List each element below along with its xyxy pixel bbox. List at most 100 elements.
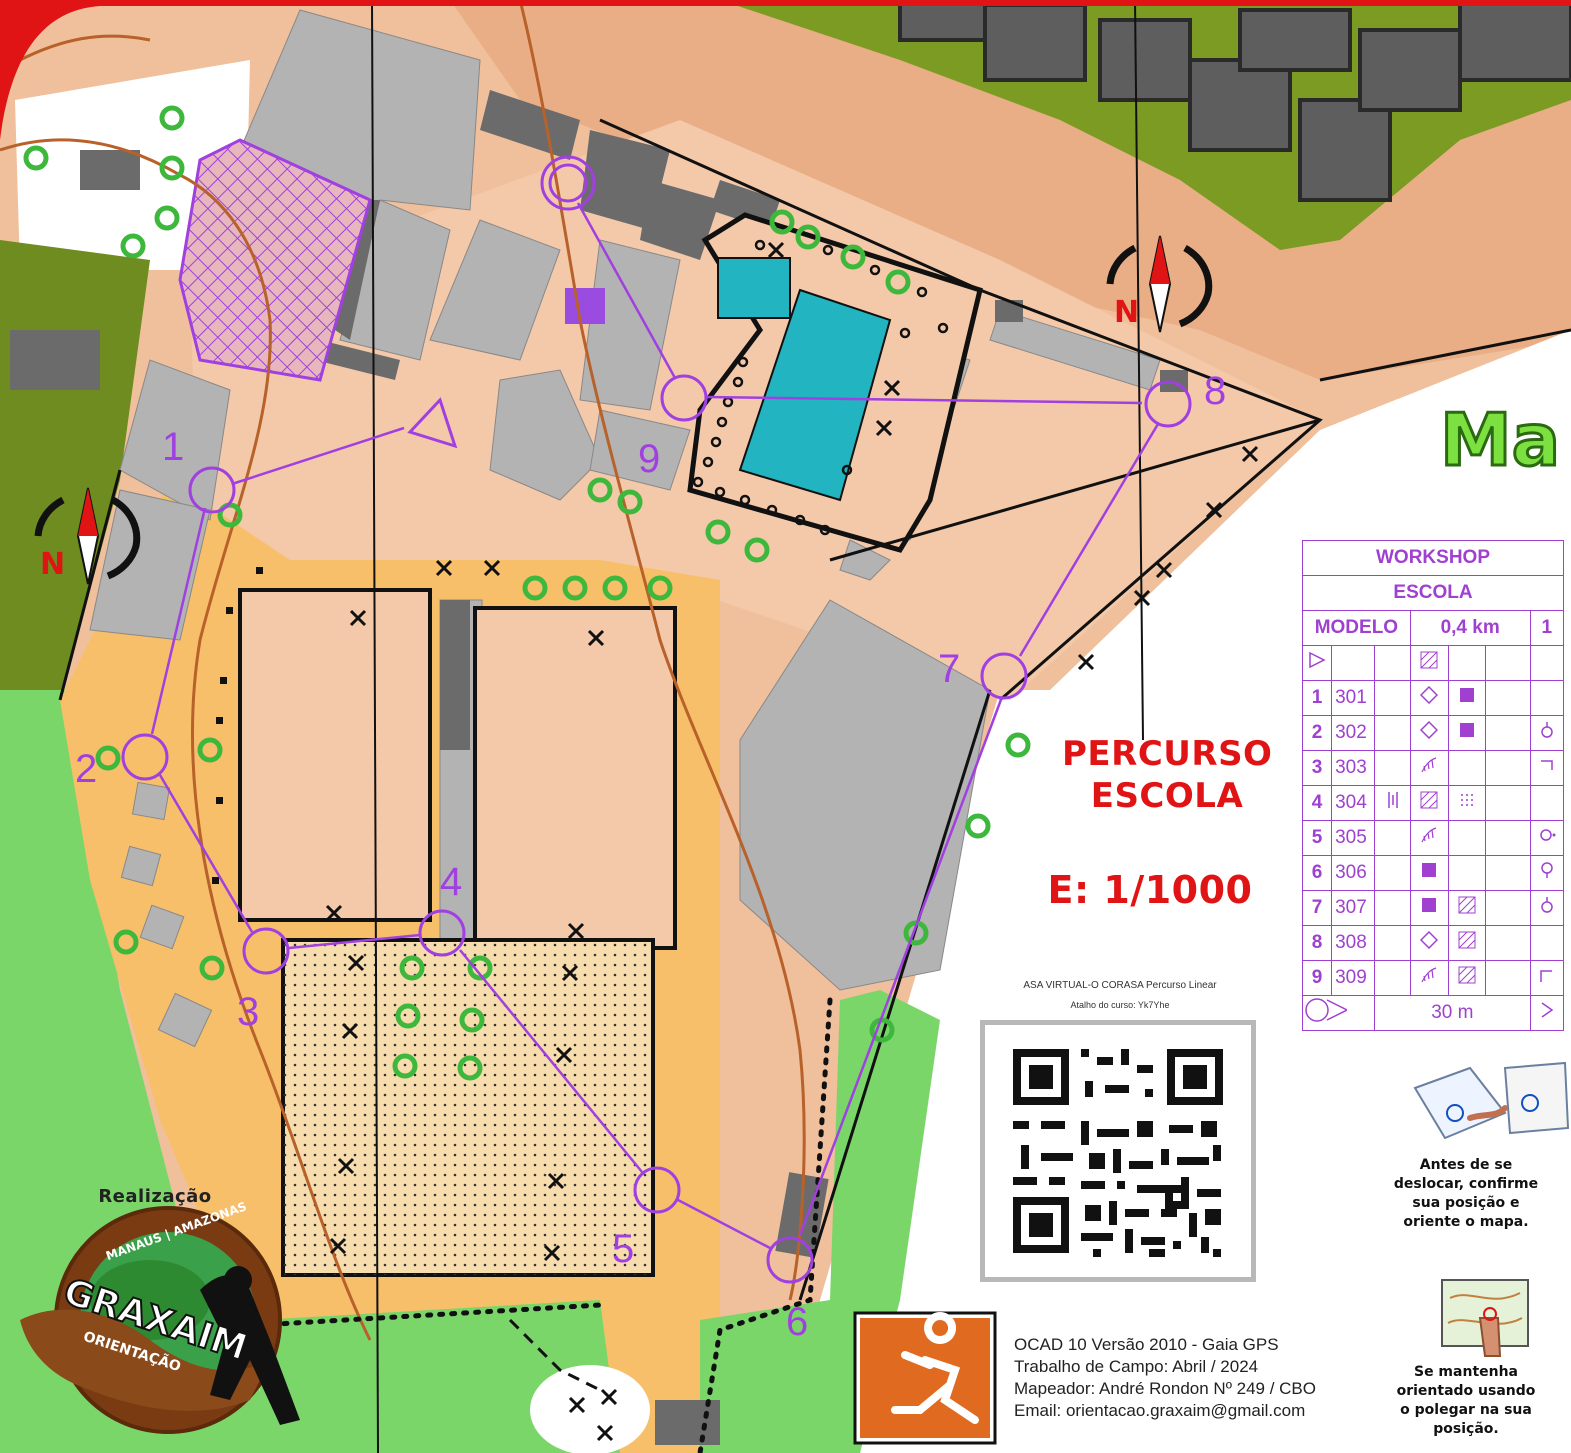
cd-row: 9 309: [1301, 960, 1564, 996]
credits-email[interactable]: Email: orientacao.graxaim@gmail.com: [1014, 1401, 1306, 1420]
trees: [23, 105, 1031, 1081]
qr-code-pattern: [1013, 1049, 1223, 1257]
cd-row: 2 302: [1301, 715, 1564, 751]
magnetic-north-lines: [371, 0, 1144, 1453]
corner-icon: [1529, 750, 1564, 786]
cd-event: WORKSHOP: [1302, 540, 1564, 576]
cd-row: 8 308: [1301, 925, 1564, 961]
stipple-icon: [1447, 785, 1487, 821]
square-icon: [1447, 680, 1487, 716]
hatch-icon: [1447, 960, 1487, 996]
square-icon: [1409, 855, 1449, 891]
cd-row: 4 304: [1301, 785, 1564, 821]
finish-distance: 30 m: [1374, 995, 1531, 1031]
orient-tip: Antes de se deslocar, confirme sua posiç…: [1366, 1156, 1566, 1232]
control-number-5: 5: [612, 1227, 634, 1271]
forbidden-small: [565, 288, 605, 324]
stairs-icon: [1409, 820, 1449, 856]
bottom-side-icon: [1529, 855, 1564, 891]
between-icon: [1374, 785, 1411, 821]
cd-length: 0,4 km: [1409, 610, 1531, 646]
x-markers: [325, 241, 1259, 1442]
square-icon: [1409, 890, 1449, 926]
control-description-sheet: WORKSHOP ESCOLA MODELO 0,4 km 1 1 301 2 …: [1301, 540, 1564, 1031]
control-number-2: 2: [75, 747, 97, 791]
finish-circle: [540, 155, 596, 211]
graxaim-logo: GRAXAIM ORIENTAÇÃO MANAUS | AMAZONAS: [20, 1199, 300, 1434]
map-scale: E: 1/1000: [1047, 868, 1253, 912]
cd-row: 1 301: [1301, 680, 1564, 716]
credits-fieldwork: Trabalho de Campo: Abril / 2024: [1014, 1357, 1259, 1376]
course-title-line2: ESCOLA: [1090, 776, 1244, 816]
small-squares: [212, 567, 263, 884]
finish-arrow-icon: [1529, 995, 1564, 1031]
field-grid: [898, 0, 1571, 202]
north-arrow-left: N: [34, 487, 141, 585]
credits-mapper: Mapeador: André Rondon Nº 249 / CBO: [1014, 1379, 1316, 1398]
qr-code[interactable]: [980, 1020, 1256, 1282]
hatch-icon: [1447, 890, 1487, 926]
tip1-line4: oriente o mapa.: [1403, 1214, 1529, 1230]
stairs-icon: [1409, 960, 1449, 996]
control-number-9: 9: [638, 437, 660, 481]
control-number-7: 7: [938, 647, 960, 691]
qr-caption-1: ASA VIRTUAL-O CORASA Percurso Linear: [1023, 980, 1217, 991]
control-number-6: 6: [786, 1300, 808, 1344]
control-number-3: 3: [237, 990, 259, 1034]
tip2-line3: o polegar na sua: [1400, 1402, 1532, 1418]
small-circles: [692, 239, 949, 536]
realizacao-label: Realização: [98, 1186, 212, 1207]
credits-software: OCAD 10 Versão 2010 - Gaia GPS: [1014, 1335, 1279, 1354]
white-patch: [530, 1365, 650, 1453]
tip1-line2: deslocar, confirme: [1393, 1176, 1539, 1192]
course-title: PERCURSO ESCOLA: [1062, 733, 1272, 817]
tip2-line4: posição.: [1433, 1421, 1499, 1437]
finish-symbol: [1301, 995, 1376, 1031]
diamond-icon: [1409, 680, 1449, 716]
north-label-left: N: [40, 547, 65, 582]
diamond-icon: [1409, 925, 1449, 961]
cd-course: ESCOLA: [1302, 575, 1564, 611]
control-number-4: 4: [440, 860, 462, 904]
top-side-icon: [1529, 715, 1564, 751]
square-icon: [1447, 715, 1487, 751]
course-lines: [150, 202, 1160, 1250]
control-labels: 1 2 3 4 5 6 7 8 9: [75, 369, 1226, 1344]
cd-row: 6 306: [1301, 855, 1564, 891]
hatch-icon: [1409, 785, 1449, 821]
cd-row: 3 303: [1301, 750, 1564, 786]
qr-caption-2: Atalho do curso: Yk7Yhe: [1070, 1000, 1170, 1010]
control-number-1: 1: [162, 425, 184, 469]
pool-small: [717, 257, 791, 319]
top-side-icon: [1529, 890, 1564, 926]
hatch-icon: [1409, 645, 1449, 681]
cd-class: MODELO: [1302, 610, 1411, 646]
fences: [58, 118, 1571, 1453]
forbidden-area-hatch: [180, 140, 370, 380]
cd-finish-row: 30 m: [1301, 995, 1564, 1031]
north-label-right: N: [1114, 295, 1139, 330]
sandy-ground: [283, 940, 653, 1275]
corner-bottom-icon: [1529, 960, 1564, 996]
stairs-icon: [1409, 750, 1449, 786]
thumb-tip: Se mantenha orientado usando o polegar n…: [1366, 1363, 1566, 1439]
runner-icon: [853, 1311, 997, 1445]
course-title-line1: PERCURSO: [1062, 734, 1273, 774]
control-circles: [121, 374, 1192, 1284]
start-symbol: [1301, 645, 1333, 681]
thumb-map-illustration: [1441, 1279, 1529, 1357]
start-triangle: [407, 397, 458, 449]
pool-large: [738, 288, 892, 502]
tip2-line1: Se mantenha: [1413, 1364, 1519, 1380]
buildings: [89, 9, 1161, 1048]
cd-start-row: [1301, 645, 1564, 681]
cd-right-cut: 1: [1529, 610, 1564, 646]
side-icon: [1529, 820, 1564, 856]
side-title: Ma: [1440, 398, 1560, 482]
cd-row: 7 307: [1301, 890, 1564, 926]
diamond-icon: [1409, 715, 1449, 751]
tip1-line3: sua posição e: [1412, 1195, 1520, 1211]
hatch-icon: [1447, 925, 1487, 961]
tip2-line2: orientado usando: [1396, 1383, 1536, 1399]
cd-row: 5 305: [1301, 820, 1564, 856]
